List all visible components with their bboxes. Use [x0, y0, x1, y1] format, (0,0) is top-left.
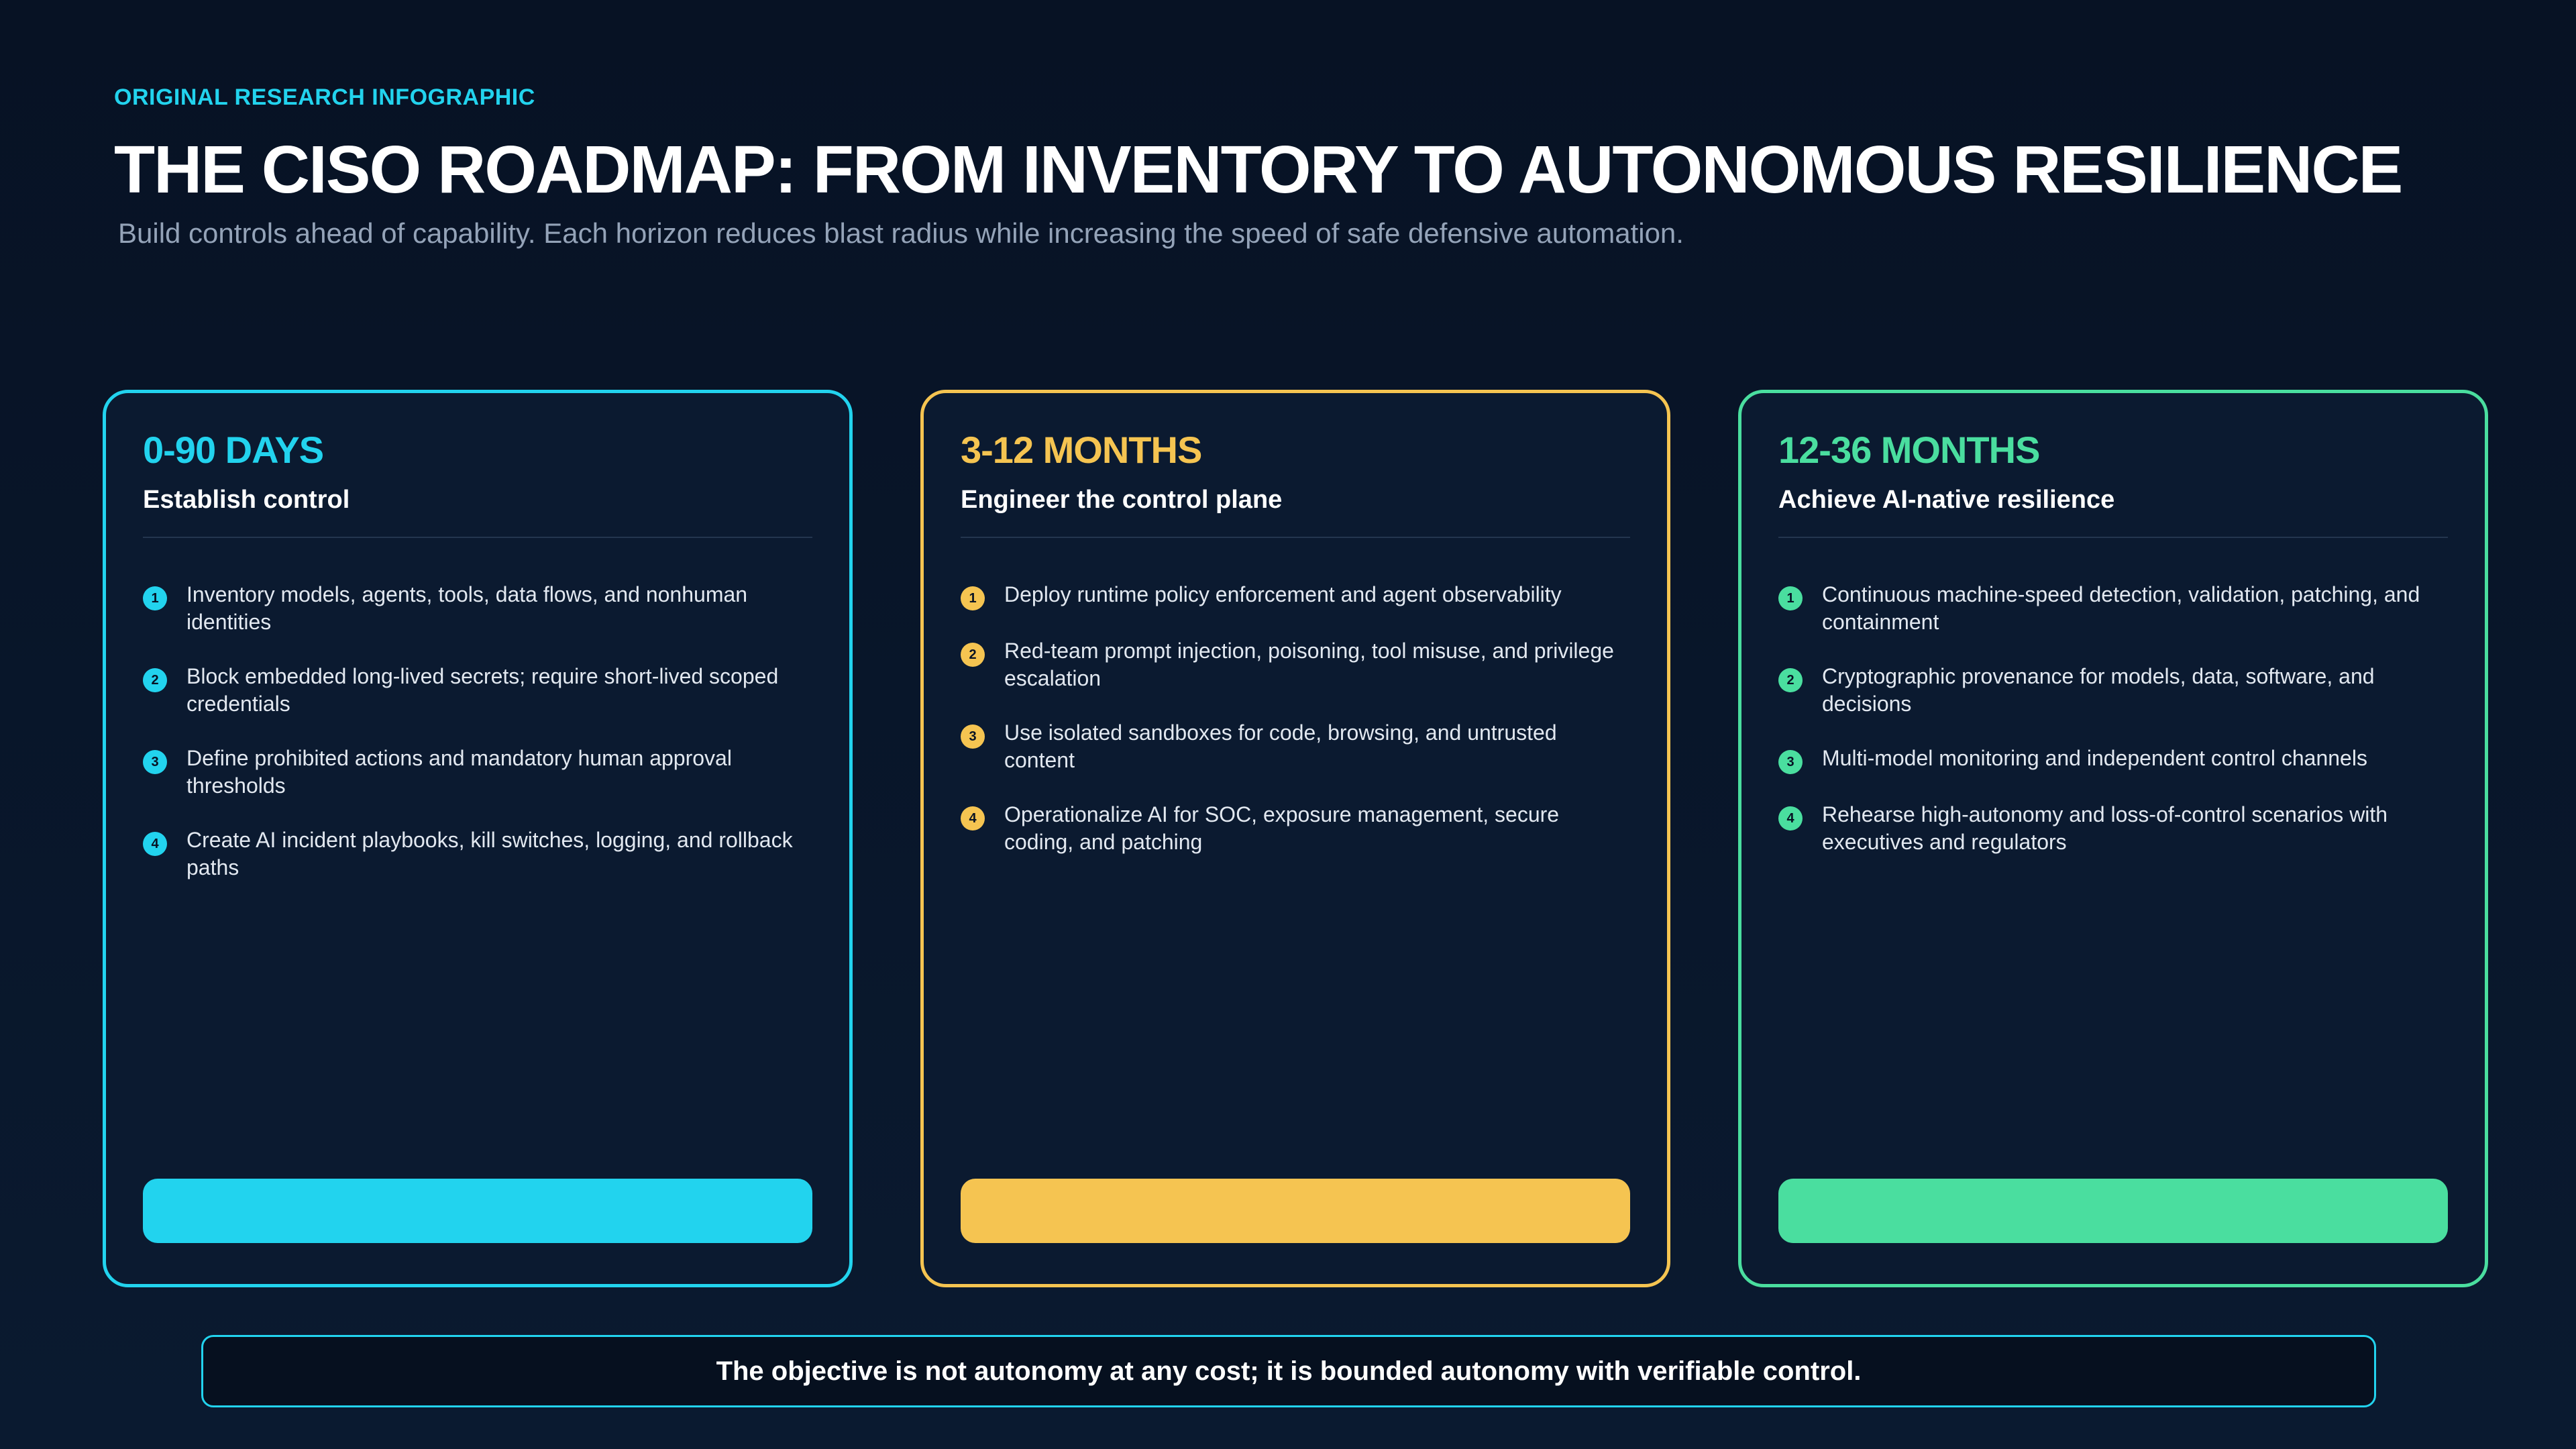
card-horizon: 0-90 DAYS: [143, 429, 324, 471]
step-number-badge: 1: [1778, 586, 1803, 610]
list-item-text: Block embedded long-lived secrets; requi…: [186, 664, 779, 716]
list-item: 3 Define prohibited actions and mandatory…: [143, 745, 812, 800]
footer-text: The objective is not autonomy at any cos…: [716, 1356, 1862, 1386]
step-number-badge: 2: [1778, 668, 1803, 692]
footer-callout: The objective is not autonomy at any cos…: [201, 1335, 2376, 1407]
list-item: 4 Rehearse high-autonomy and loss-of-cont…: [1778, 801, 2448, 856]
step-number-badge: 2: [143, 668, 167, 692]
step-number-badge: 2: [961, 643, 985, 667]
list-item-text: Multi-model monitoring and independent c…: [1822, 746, 2367, 770]
card-item-list: 1 Deploy runtime policy enforcement and a…: [961, 581, 1630, 883]
card-divider: [961, 537, 1630, 538]
card-horizon: 3-12 MONTHS: [961, 429, 1202, 471]
step-number-badge: 4: [1778, 806, 1803, 830]
step-number-badge: 4: [961, 806, 985, 830]
card-accent-bar: [961, 1179, 1630, 1243]
step-number-badge: 1: [961, 586, 985, 610]
step-number-badge: 3: [961, 724, 985, 749]
card-accent-bar: [1778, 1179, 2448, 1243]
page-title: THE CISO ROADMAP: FROM INVENTORY TO AUTO…: [114, 132, 2403, 207]
step-number-badge: 3: [143, 750, 167, 774]
list-item: 4 Create AI incident playbooks, kill swit…: [143, 826, 812, 881]
card-horizon: 12-36 MONTHS: [1778, 429, 2040, 471]
list-item: 1 Deploy runtime policy enforcement and a…: [961, 581, 1630, 610]
step-number-badge: 4: [143, 832, 167, 856]
card-item-list: 1 Inventory models, agents, tools, data f…: [143, 581, 812, 908]
roadmap-card-1: 0-90 DAYS Establish control 1 Inventory mod…: [103, 390, 853, 1287]
list-item: 3 Multi-model monitoring and independent …: [1778, 745, 2448, 774]
list-item-text: Rehearse high-autonomy and loss-of-contr…: [1822, 802, 2388, 854]
page-subtitle: Build controls ahead of capability. Each…: [118, 217, 1684, 249]
list-item-text: Operationalize AI for SOC, exposure mana…: [1004, 802, 1560, 854]
list-item-text: Inventory models, agents, tools, data fl…: [186, 582, 748, 634]
list-item: 2 Block embedded long-lived secrets; requ…: [143, 663, 812, 718]
roadmap-card-2: 3-12 MONTHS Engineer the control plane 1 De…: [920, 390, 1670, 1287]
list-item-text: Continuous machine-speed detection, vali…: [1822, 582, 2420, 634]
list-item-text: Deploy runtime policy enforcement and ag…: [1004, 582, 1562, 606]
card-heading: Achieve AI-native resilience: [1778, 486, 2115, 514]
list-item: 3 Use isolated sandboxes for code, browsi…: [961, 719, 1630, 774]
eyebrow-label: ORIGINAL RESEARCH INFOGRAPHIC: [114, 85, 535, 110]
card-item-list: 1 Continuous machine-speed detection, val…: [1778, 581, 2448, 883]
step-number-badge: 3: [1778, 750, 1803, 774]
card-divider: [143, 537, 812, 538]
list-item: 2 Red-team prompt injection, poisoning, t…: [961, 637, 1630, 692]
card-divider: [1778, 537, 2448, 538]
step-number-badge: 1: [143, 586, 167, 610]
list-item-text: Define prohibited actions and mandatory …: [186, 746, 732, 798]
list-item-text: Use isolated sandboxes for code, browsin…: [1004, 720, 1557, 772]
list-item-text: Red-team prompt injection, poisoning, to…: [1004, 639, 1614, 690]
list-item: 1 Inventory models, agents, tools, data f…: [143, 581, 812, 636]
list-item: 2 Cryptographic provenance for models, da…: [1778, 663, 2448, 718]
list-item: 1 Continuous machine-speed detection, val…: [1778, 581, 2448, 636]
card-accent-bar: [143, 1179, 812, 1243]
list-item: 4 Operationalize AI for SOC, exposure man…: [961, 801, 1630, 856]
roadmap-card-3: 12-36 MONTHS Achieve AI-native resilience…: [1738, 390, 2488, 1287]
list-item-text: Cryptographic provenance for models, dat…: [1822, 664, 2375, 716]
list-item-text: Create AI incident playbooks, kill switc…: [186, 828, 793, 879]
card-heading: Establish control: [143, 486, 350, 514]
card-heading: Engineer the control plane: [961, 486, 1283, 514]
